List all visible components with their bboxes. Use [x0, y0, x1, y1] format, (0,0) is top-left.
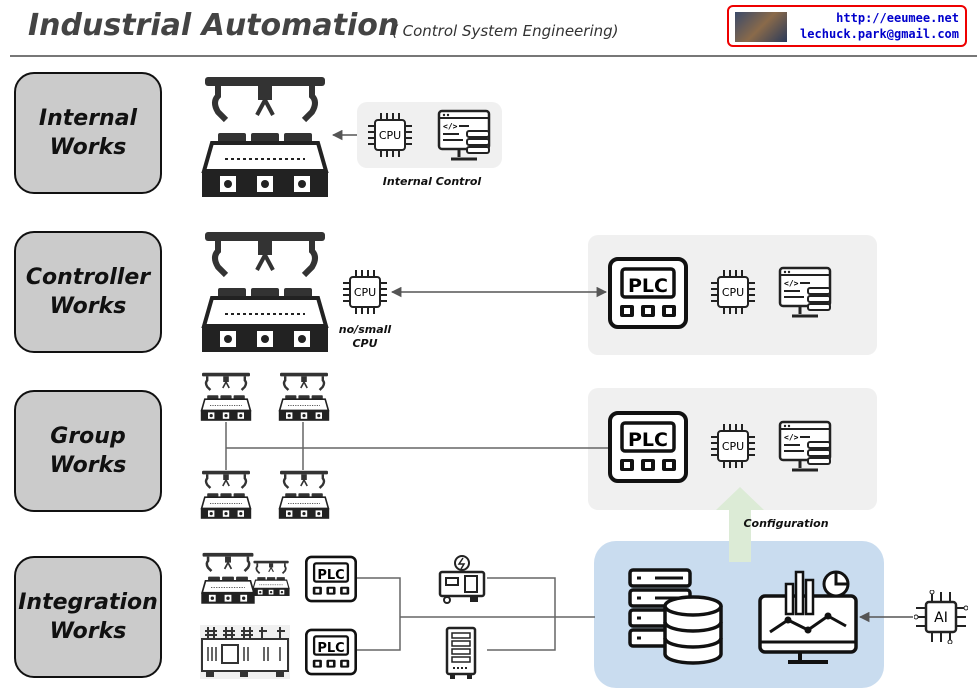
label-line: Integration	[18, 590, 158, 615]
robot-machine-icon	[200, 470, 252, 520]
caption-line: no/small	[338, 323, 392, 336]
caption-line: CPU	[352, 337, 378, 350]
code-monitor-icon	[437, 109, 491, 163]
label-line: Works	[49, 135, 127, 160]
robot-machine-icon	[278, 470, 330, 520]
database-server-icon	[625, 566, 725, 666]
server-rack-icon	[445, 626, 477, 680]
robot-machine-icon	[200, 230, 330, 355]
label-line: Works	[49, 294, 127, 319]
plc-icon: PLC	[608, 411, 688, 483]
plc-label: PLC	[628, 429, 668, 451]
plc-icon: PLC	[608, 257, 688, 329]
plc-label: PLC	[317, 641, 344, 656]
cpu-label: CPU	[722, 440, 744, 453]
code-monitor-icon	[778, 266, 832, 320]
label-line: Internal	[38, 106, 138, 131]
cpu-icon: CPU	[368, 113, 412, 157]
page-title: Industrial Automation	[28, 8, 400, 43]
cpu-icon: CPU	[711, 424, 755, 468]
code-monitor-icon	[778, 420, 832, 474]
ai-label: AI	[934, 610, 948, 626]
robot-machine-icon	[200, 75, 330, 200]
label-line: Controller	[25, 265, 151, 290]
cpu-label: CPU	[354, 286, 376, 299]
configuration-caption: Configuration	[743, 517, 829, 530]
analytics-monitor-icon	[758, 566, 858, 666]
page-subtitle: ( Control System Engineering)	[392, 22, 619, 40]
plc-label: PLC	[628, 275, 668, 297]
internal-control-caption: Internal Control	[382, 175, 482, 188]
email-link[interactable]: lechuck.park@gmail.com	[800, 27, 959, 41]
label-line: Works	[49, 619, 127, 644]
transformer-icon	[200, 625, 290, 679]
cpu-icon: CPU	[343, 270, 387, 314]
website-link[interactable]: http://eeumee.net	[836, 11, 959, 25]
robot-machine-icon	[200, 552, 256, 605]
group-bus-lines	[225, 422, 608, 651]
robot-machine-icon	[252, 552, 290, 605]
robot-machine-icon	[200, 372, 252, 422]
plc-icon: PLC	[305, 555, 357, 603]
ai-chip-icon: AI	[914, 590, 968, 644]
avatar	[735, 12, 787, 42]
label-line: Works	[49, 453, 127, 478]
cpu-icon: CPU	[711, 270, 755, 314]
label-line: Group	[50, 424, 126, 449]
plc-label: PLC	[317, 568, 344, 583]
robot-machine-icon	[278, 372, 330, 422]
cpu-label: CPU	[379, 129, 401, 142]
cpu-label: CPU	[722, 286, 744, 299]
configuration-arrow	[716, 487, 764, 562]
plc-icon: PLC	[305, 628, 357, 676]
contact-box: http://eeumee.net lechuck.park@gmail.com	[727, 5, 967, 47]
generator-icon	[437, 554, 487, 604]
header-divider	[10, 55, 977, 57]
